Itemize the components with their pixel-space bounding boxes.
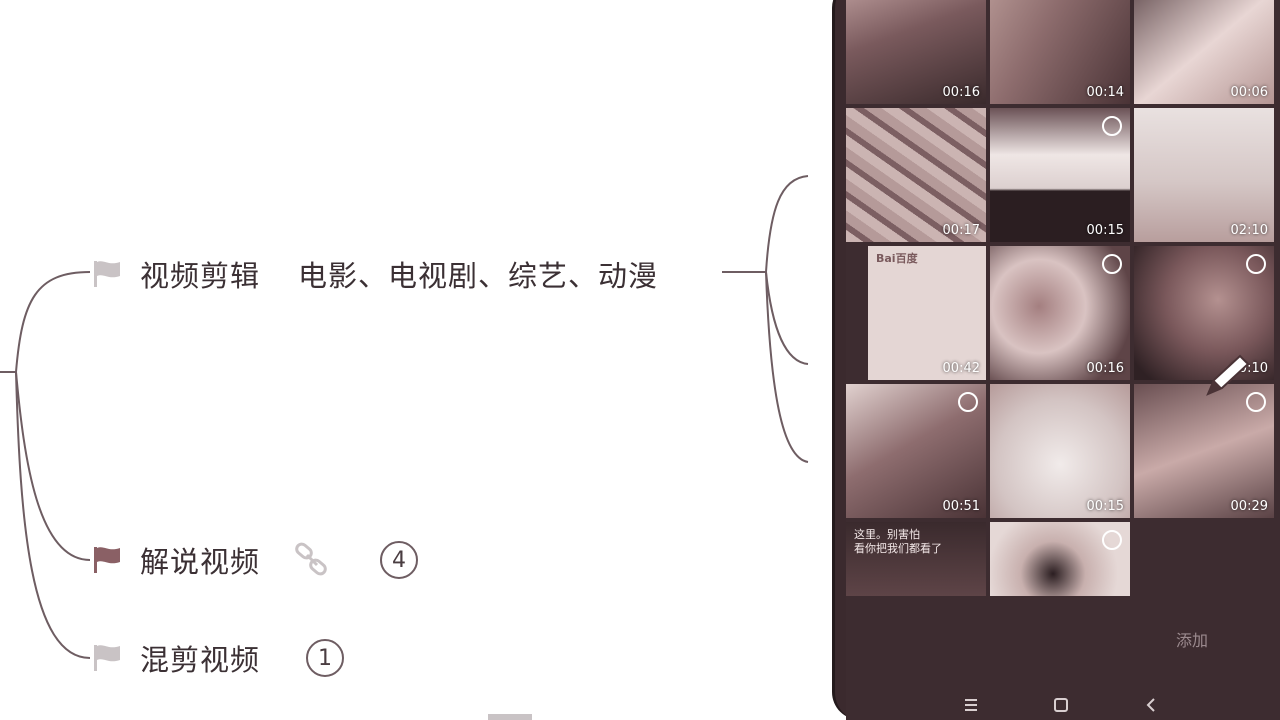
count-badge[interactable]: 1 [306,639,345,677]
mind-map-node-video-editing[interactable]: 视频剪辑 电影、电视剧、综艺、动漫 [90,254,658,294]
duration-label: 00:17 [942,223,980,238]
flag-icon [94,261,120,287]
video-tile[interactable]: 00:06 [1134,0,1274,104]
video-tile[interactable]: 00:15 [990,108,1130,242]
tile-caption: Bai百度 [876,252,918,265]
node-label: 混剪视频 [140,643,261,677]
node-label: 视频剪辑 [140,259,261,293]
video-tile[interactable]: 00:10 [1134,246,1274,380]
duration-label: 00:14 [1086,85,1124,100]
mind-map-node-commentary-video[interactable]: 解说视频 4 [90,538,419,582]
count-badge[interactable]: 4 [380,541,419,579]
video-tile[interactable]: 00:15 [990,384,1130,518]
add-button[interactable]: 添加 [1176,631,1209,650]
duration-label: 00:16 [942,85,980,100]
duration-label: 00:15 [1086,499,1124,514]
node-label: 解说视频 [140,545,261,579]
select-circle[interactable] [1102,254,1122,274]
flag-icon [94,645,120,671]
video-tile[interactable]: 00:29 [1134,384,1274,518]
menu-icon[interactable] [962,696,980,714]
link-icon[interactable] [290,538,334,582]
duration-label: 00:51 [942,499,980,514]
duration-label: 00:42 [942,361,980,376]
video-tile[interactable]: 这里。别害怕 看你把我们都看了 [846,522,986,596]
select-circle[interactable] [1246,392,1266,412]
duration-label: 00:16 [1086,361,1124,376]
phone-screen: 00:16 00:14 00:06 00:17 00:15 02:10 Bai百… [846,0,1280,720]
select-circle[interactable] [1102,116,1122,136]
mind-map: 视频剪辑 电影、电视剧、综艺、动漫 解说视频 4 混剪视频 1 [0,175,809,678]
tile-caption: 这里。别害怕 看你把我们都看了 [854,528,942,555]
video-tile[interactable]: 02:10 [1134,108,1274,242]
android-nav-bar [846,690,1280,720]
video-tile[interactable]: 00:51 [846,384,986,518]
home-icon[interactable] [1052,696,1070,714]
duration-label: 00:15 [1086,223,1124,238]
video-tile[interactable]: Bai百度 00:42 [846,246,986,380]
back-icon[interactable] [1142,696,1160,714]
video-tile[interactable]: 00:17 [846,108,986,242]
select-circle[interactable] [958,392,978,412]
video-tile[interactable]: 00:16 [846,0,986,104]
duration-label: 00:29 [1230,499,1268,514]
video-tile[interactable]: 00:14 [990,0,1130,104]
select-circle[interactable] [1246,254,1266,274]
video-tile[interactable] [990,522,1130,596]
mind-map-node-mashup-video[interactable]: 混剪视频 1 [90,638,345,678]
video-tile[interactable]: 00:16 [990,246,1130,380]
flag-icon [94,547,120,573]
select-circle[interactable] [1102,530,1122,550]
duration-label: 00:06 [1230,85,1268,100]
node-detail: 电影、电视剧、综艺、动漫 [298,259,659,293]
scroll-indicator [488,714,532,720]
mind-map-connectors [0,175,809,659]
pen-cursor-icon [1206,354,1250,396]
duration-label: 02:10 [1230,223,1268,238]
